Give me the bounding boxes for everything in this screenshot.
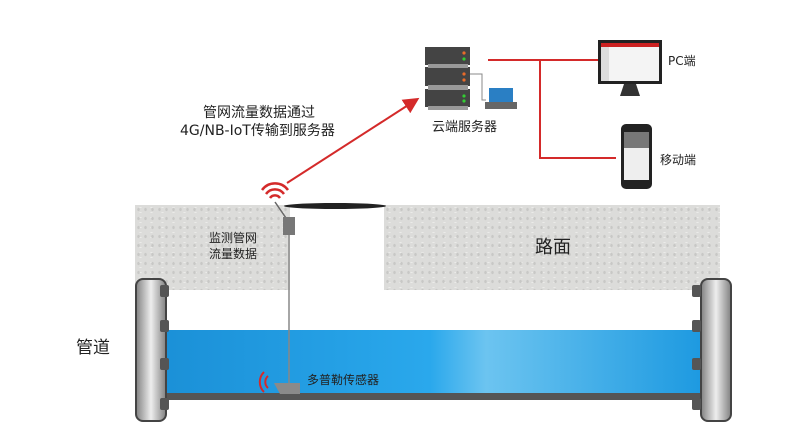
network-lines xyxy=(488,59,616,159)
pc-label: PC端 xyxy=(668,54,696,68)
monitor-label-line1: 监测管网 xyxy=(209,231,258,245)
pipe-bottom-wall xyxy=(150,393,710,400)
road-label: 路面 xyxy=(535,237,571,258)
bolt-icon xyxy=(692,358,701,370)
pipe-label: 管道 xyxy=(76,338,110,358)
sensor-label: 多普勒传感器 xyxy=(307,373,380,387)
cloud-server-label: 云端服务器 xyxy=(432,120,498,135)
ultrasonic-wave-icon xyxy=(258,371,269,393)
transmission-label-line1: 管网流量数据通过 xyxy=(203,105,315,121)
bolt-icon xyxy=(692,398,701,410)
pipe-flange-right xyxy=(700,278,732,422)
bolt-icon xyxy=(160,358,169,370)
bolt-icon xyxy=(692,320,701,332)
bolt-icon xyxy=(160,320,169,332)
wifi-signal-icon xyxy=(260,182,290,199)
transmission-label-line2: 4G/NB-IoT传输到服务器 xyxy=(180,123,335,139)
monitor-label-line2: 流量数据 xyxy=(209,247,258,261)
doppler-sensor xyxy=(274,383,300,394)
mobile-phone-icon xyxy=(621,124,652,189)
data-logger-box xyxy=(283,217,295,235)
server-rack-icon xyxy=(425,47,486,110)
pipe-water xyxy=(150,330,710,394)
mobile-label: 移动端 xyxy=(660,153,697,167)
road-surface xyxy=(384,205,720,290)
ground-left xyxy=(135,205,290,290)
bolt-icon xyxy=(160,398,169,410)
bolt-icon xyxy=(692,285,701,297)
manhole-opening xyxy=(284,203,386,209)
pc-monitor-icon xyxy=(598,40,662,96)
laptop-icon xyxy=(485,88,517,109)
transmission-arrow xyxy=(286,97,420,184)
bolt-icon xyxy=(160,285,169,297)
